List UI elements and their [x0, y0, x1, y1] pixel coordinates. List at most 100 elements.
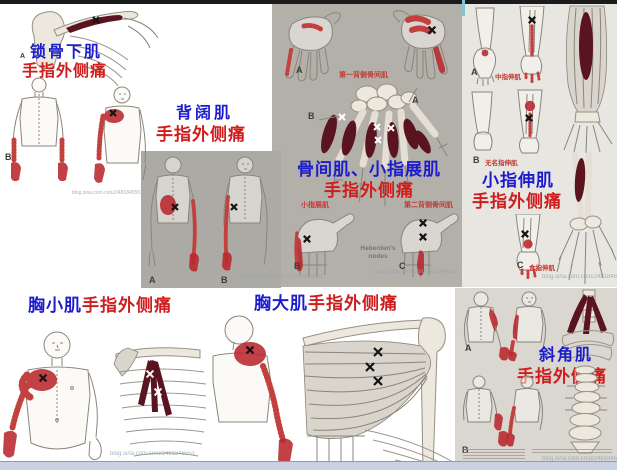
- trigger-point-x: [419, 233, 427, 241]
- second-dorsal-interosseous-label: 第二背侧骨间肌: [404, 202, 453, 209]
- pec-minor-muscle-label: 胸小肌: [28, 296, 82, 315]
- pec-major-muscle-anatomy: [302, 317, 454, 470]
- trigger-point-x: [521, 230, 529, 238]
- extensor-referral-forearms: [471, 6, 545, 154]
- extensor-muscle-anatomy: [563, 5, 613, 154]
- trigger-point-x: [419, 219, 427, 227]
- interossei-lower-hands: [294, 213, 459, 277]
- ring-finger-extensor-label: 无名指伸肌: [485, 160, 518, 167]
- trigger-point-x: [387, 124, 395, 132]
- pec-major-title: 胸大肌手指外侧痛: [254, 295, 398, 312]
- pec-major-referral-figure: [212, 315, 293, 465]
- trigger-point-x: [303, 235, 311, 243]
- interossei-skeletal-hand: [318, 83, 448, 206]
- subclavius-skeleton-illustration: [31, 10, 159, 87]
- extensors-pain-label: 手指外侧痛: [472, 192, 562, 211]
- subclavius-muscle-label: 锁骨下肌: [30, 44, 103, 61]
- latissimus-pain-label: 手指外侧痛: [156, 125, 246, 144]
- scalene-referral-forearm-zone: [512, 314, 519, 340]
- index-finger-extensor-label: 食指伸肌: [529, 265, 555, 272]
- abductor-digiti-minimi-label: 小指展肌: [301, 202, 329, 209]
- heberdens-nodes-note: Heberden's nodes: [360, 245, 396, 260]
- extensors-figure-b-label: B: [473, 155, 480, 165]
- pec-major-muscle-label: 胸大肌: [254, 294, 308, 313]
- trigger-point-x: [373, 347, 383, 357]
- pec-minor-title: 胸小肌手指外侧痛: [28, 297, 172, 314]
- interossei-referral-hands: [285, 10, 448, 82]
- subclavius-pain-label: 手指外侧痛: [22, 63, 108, 80]
- bottom-border: [0, 461, 617, 470]
- extensor-skeletal-hand: [556, 152, 617, 284]
- scalene-referral-figures-b: [462, 375, 544, 447]
- cervical-spine-anatomy: [565, 365, 607, 454]
- first-dorsal-interosseous-label: 第一背侧骨间肌: [339, 72, 388, 79]
- subclavius-figure-a-label: A: [20, 53, 26, 60]
- subclavius-muscle: [66, 15, 123, 33]
- latissimus-figure-b-label: B: [221, 275, 228, 285]
- latissimus-figure-a-label: A: [149, 275, 156, 285]
- referral-hand-left: [11, 162, 21, 182]
- trigger-point-x: [92, 16, 100, 24]
- trigger-point-x: [38, 373, 48, 383]
- extensor-forearm-c: [515, 214, 541, 279]
- interossei-arrow-b-label: B: [308, 111, 315, 121]
- extensors-figure-c-label: C: [517, 260, 524, 270]
- pec-minor-referral-hand: [3, 430, 17, 458]
- extensor-indicis-muscle: [574, 158, 586, 202]
- wrist-referral-spot: [481, 49, 489, 57]
- trigger-point-x: [171, 203, 179, 211]
- watermark: blog.sina.com.cn/u/2481845551: [542, 456, 617, 462]
- figure-caption-text: [532, 449, 612, 454]
- interosseous-muscle: [365, 122, 377, 158]
- thenar-muscle: [415, 130, 431, 154]
- interossei-hand-b-label: B: [294, 261, 301, 271]
- scalene-referral-arm-zone: [489, 308, 498, 332]
- trigger-point-x: [145, 369, 155, 379]
- extensors-muscle-label: 小指伸肌: [482, 171, 554, 190]
- second-dorsal-referral-zone: [417, 250, 424, 276]
- trigger-point-x: [153, 387, 163, 397]
- trigger-point-x: [427, 25, 437, 35]
- extensor-digiti-minimi-muscle: [579, 12, 593, 80]
- trigger-point-x: [373, 376, 383, 386]
- pec-minor-muscle: [152, 360, 172, 416]
- scalene-referral-figures-a: [463, 291, 547, 362]
- scalene-muscle-anatomy: [561, 289, 615, 361]
- watermark: blog.sina.com.cn/u/2481845551: [238, 274, 324, 280]
- scalene-muscle: [567, 294, 588, 334]
- panel-accent-strip: [462, 0, 465, 16]
- trigger-point-x: [373, 123, 381, 131]
- pec-minor-referral-figure: [3, 331, 102, 461]
- pec-minor-anatomy-ribcage: [113, 347, 207, 457]
- watermark: blog.sina.com.cn/u/2481845551: [375, 269, 461, 275]
- pec-major-pain-label: 手指外侧痛: [308, 294, 398, 313]
- trigger-point-x: [109, 109, 117, 117]
- scalene-muscle: [589, 296, 607, 333]
- trigger-point-x: [525, 114, 533, 122]
- trigger-point-x: [245, 345, 255, 355]
- interossei-arrow-a-label: A: [412, 95, 419, 105]
- pec-major-referral-shoulder-zone: [234, 342, 266, 366]
- interosseous-muscle: [341, 120, 357, 156]
- subclavius-referral-figures: [11, 77, 147, 183]
- watermark: blog.sina.com.cn/u/2481845551: [542, 274, 617, 280]
- scalene-muscle: [583, 296, 593, 334]
- extensor-referral-spot: [523, 239, 533, 249]
- trigger-point-x: [365, 362, 375, 372]
- scalene-referral-forearm-zone: [494, 413, 503, 431]
- trigger-point-x: [338, 113, 346, 121]
- figure-caption-text: [463, 449, 525, 460]
- interossei-hand-a-label: A: [296, 65, 303, 75]
- pec-minor-pain-label: 手指外侧痛: [82, 296, 172, 315]
- interossei-muscle-label: 骨间肌、小指展肌: [297, 160, 441, 179]
- scalene-muscle-label: 斜角肌: [539, 347, 594, 364]
- hypothenar-muscle: [321, 114, 337, 154]
- extensor-referral-spot: [524, 100, 536, 112]
- referral-hand-right: [58, 162, 68, 182]
- referral-chest-zone: [104, 109, 124, 123]
- pec-major-referral-hand: [278, 438, 293, 465]
- watermark: blog.sina.com.cn/u/2481845551: [72, 190, 143, 196]
- extensors-figure-a-label: A: [471, 67, 478, 77]
- interossei-pain-label: 手指外侧痛: [324, 181, 414, 200]
